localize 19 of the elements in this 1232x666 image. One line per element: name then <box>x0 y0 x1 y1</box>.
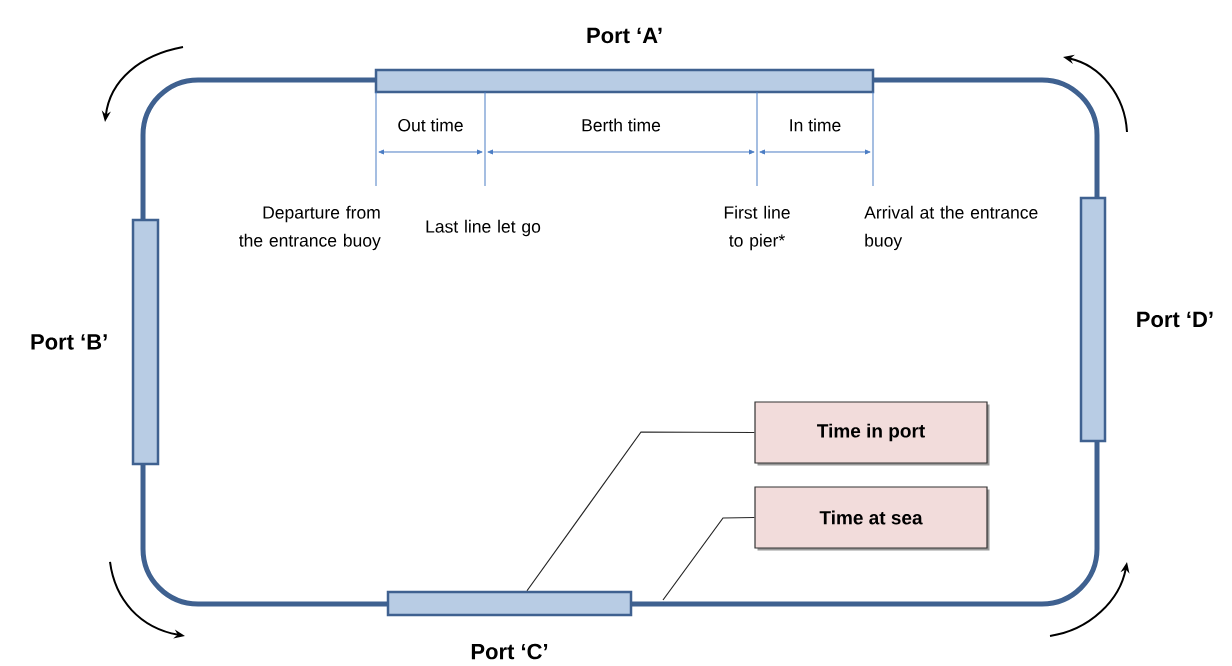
annotation-text: Arrival at the entrance buoy <box>864 205 1038 251</box>
annotation-text: Departure from the entrance buoy <box>239 205 381 251</box>
node-label: Port ‘C’ <box>471 643 548 660</box>
label-box: Time at sea <box>754 486 990 551</box>
label-box: Time in port <box>754 401 990 466</box>
port-bar: Port ‘B’ <box>31 218 160 466</box>
port-bar: Port ‘D’ <box>1079 196 1213 443</box>
port-bar: Port ‘A’ <box>374 27 875 94</box>
node-label: Port ‘B’ <box>31 334 107 350</box>
annotation-text: Last line let go <box>426 219 541 237</box>
leader-line <box>662 516 755 601</box>
annotation-text: First line to pier* <box>724 205 790 251</box>
node-label: Port ‘D’ <box>1137 311 1213 328</box>
node-label: Port ‘A’ <box>587 27 662 44</box>
leader-line <box>526 431 755 592</box>
dimension-label: In time <box>790 118 841 132</box>
dimension-label: Out time <box>398 118 463 132</box>
port-bar: Port ‘C’ <box>386 590 633 660</box>
dimension-label: Berth time <box>582 118 661 132</box>
